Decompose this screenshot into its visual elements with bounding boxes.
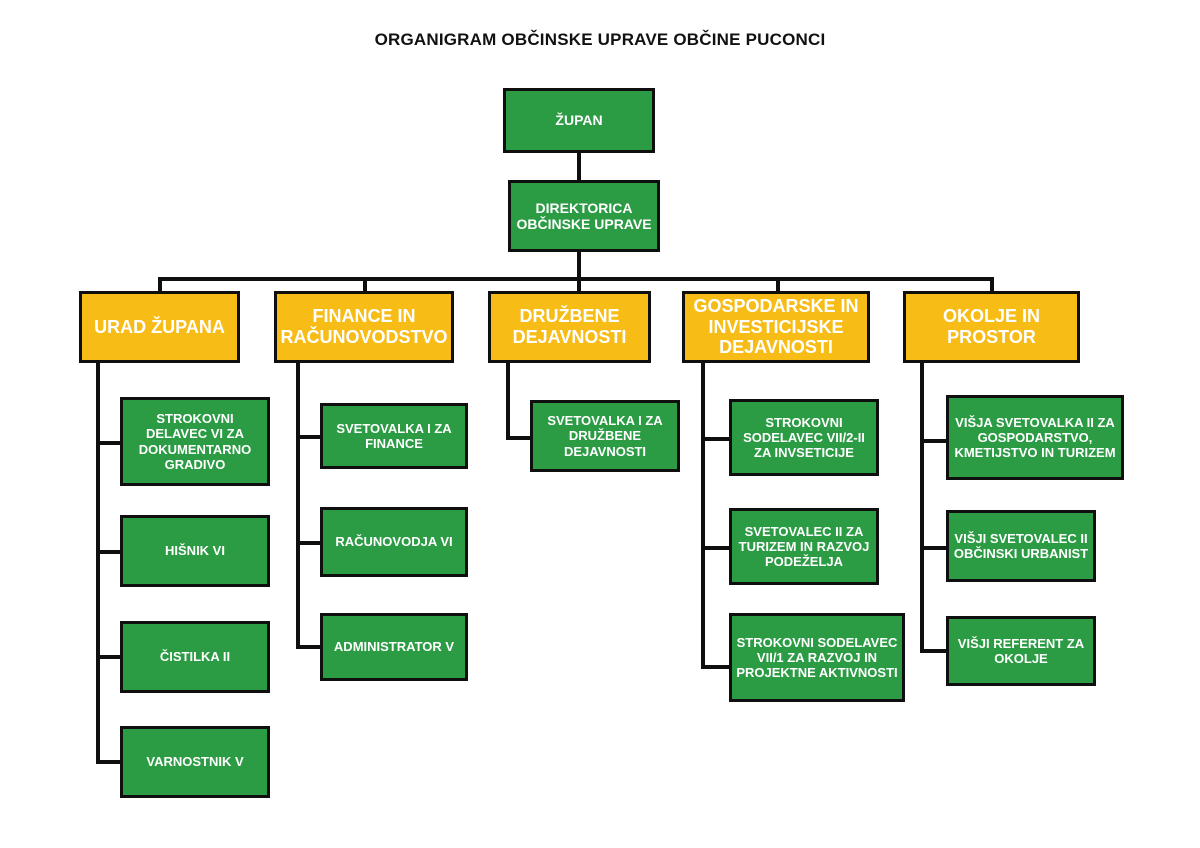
dept-header-druzbene[interactable]: DRUŽBENE DEJAVNOSTI <box>488 291 651 363</box>
node-svetovalka-i-za-finance-label: SVETOVALKA I ZA FINANCE <box>336 420 452 451</box>
trunk-okolje <box>920 362 924 653</box>
dept-header-okolje-line2: PROSTOR <box>947 327 1036 347</box>
node-visji-referent-za-okolje[interactable]: VIŠJI REFERENT ZA OKOLJE <box>946 616 1096 686</box>
node-direktorica-label-line2: OBČINSKE UPRAVE <box>516 216 652 232</box>
node-svetovalka-i-za-druzbene-label: SVETOVALKA I ZA DRUŽBENE DEJAVNOSTI <box>547 413 663 459</box>
connector-director-to-bus <box>577 251 581 280</box>
node-svetovalka-i-za-druzbene[interactable]: SVETOVALKA I ZA DRUŽBENE DEJAVNOSTI <box>530 400 680 472</box>
dept-header-finance-line1: FINANCE IN <box>312 306 416 327</box>
dept-header-finance-line2: RAČUNOVODSTVO <box>280 327 448 347</box>
dept-header-urad-zupana-line1: URAD ŽUPANA <box>94 316 225 337</box>
node-visji-svetovalec-ii-urbanist[interactable]: VIŠJI SVETOVALEC II OBČINSKI URBANIST <box>946 510 1096 582</box>
dept-header-finance[interactable]: FINANCE IN RAČUNOVODSTVO <box>274 291 454 363</box>
stub-druzbene-child-0 <box>506 436 532 440</box>
node-strokovni-sodelavec-vii-2-ii[interactable]: STROKOVNI SODELAVEC VII/2-II ZA INVSETIC… <box>729 399 879 476</box>
node-visji-svetovalec-ii-urbanist-label: VIŠJI SVETOVALEC II OBČINSKI URBANIST <box>953 530 1089 561</box>
stub-urad-zupana-child-2 <box>96 655 122 659</box>
stub-gospodarske-child-1 <box>701 546 731 550</box>
node-visji-referent-za-okolje-label: VIŠJI REFERENT ZA OKOLJE <box>957 635 1085 666</box>
trunk-finance <box>296 362 300 647</box>
node-zupan[interactable]: ŽUPAN <box>503 88 655 153</box>
stub-gospodarske-child-2 <box>701 665 731 669</box>
node-svetovalec-ii-za-turizem[interactable]: SVETOVALEC II ZA TURIZEM IN RAZVOJ PODEŽ… <box>729 508 879 585</box>
node-svetovalec-ii-za-turizem-label: SVETOVALEC II ZA TURIZEM IN RAZVOJ PODEŽ… <box>738 523 870 570</box>
dept-header-urad-zupana[interactable]: URAD ŽUPANA <box>79 291 240 363</box>
node-visja-svetovalka-ii-label: VIŠJA SVETOVALKA II ZA GOSPODARSTVO, KME… <box>954 414 1116 461</box>
node-administrator-v-label: ADMINISTRATOR V <box>333 639 455 655</box>
stub-urad-zupana-child-0 <box>96 441 122 445</box>
connector-bus-druzbene <box>577 277 581 293</box>
node-administrator-v[interactable]: ADMINISTRATOR V <box>320 613 468 681</box>
trunk-druzbene <box>506 362 510 440</box>
node-direktorica-label-line1: DIREKTORICA <box>535 199 633 216</box>
stub-urad-zupana-child-3 <box>96 760 122 764</box>
dept-header-gospodarske[interactable]: GOSPODARSKE IN INVESTICIJSKE DEJAVNOSTI <box>682 291 870 363</box>
dept-header-okolje[interactable]: OKOLJE IN PROSTOR <box>903 291 1080 363</box>
node-strokovni-sodelavec-vii-2-ii-label: STROKOVNI SODELAVEC VII/2-II ZA INVSETIC… <box>743 414 865 461</box>
stub-finance-child-0 <box>296 435 322 439</box>
node-visja-svetovalka-ii[interactable]: VIŠJA SVETOVALKA II ZA GOSPODARSTVO, KME… <box>946 395 1124 480</box>
node-strokovni-delavec-vi-label: STROKOVNI DELAVEC VI ZA DOKUMENTARNO GRA… <box>138 411 252 472</box>
stub-finance-child-1 <box>296 541 322 545</box>
node-direktorica[interactable]: DIREKTORICA OBČINSKE UPRAVE <box>508 180 660 252</box>
chart-title: ORGANIGRAM OBČINSKE UPRAVE OBČINE PUCONC… <box>374 30 826 49</box>
stub-okolje-child-0 <box>920 439 948 443</box>
node-varnostnik-v[interactable]: VARNOSTNIK V <box>120 726 270 798</box>
node-hisnik-vi[interactable]: HIŠNIK VI <box>120 515 270 587</box>
node-varnostnik-v-label: VARNOSTNIK V <box>146 754 244 770</box>
stub-okolje-child-2 <box>920 649 948 653</box>
department-bus <box>158 277 994 281</box>
node-zupan-label: ŽUPAN <box>555 112 603 129</box>
stub-gospodarske-child-0 <box>701 437 731 441</box>
node-strokovni-sodelavec-vii-1[interactable]: STROKOVNI SODELAVEC VII/1 ZA RAZVOJ IN P… <box>729 613 905 702</box>
node-cistilka-ii[interactable]: ČISTILKA II <box>120 621 270 693</box>
node-racunovodja-vi-label: RAČUNOVODJA VI <box>335 534 453 550</box>
stub-urad-zupana-child-1 <box>96 550 122 554</box>
stub-okolje-child-1 <box>920 546 948 550</box>
dept-header-okolje-line1: OKOLJE IN <box>942 306 1040 327</box>
trunk-urad-zupana <box>96 362 100 762</box>
node-cistilka-ii-label: ČISTILKA II <box>159 649 231 665</box>
trunk-gospodarske <box>701 362 705 669</box>
dept-header-gospodarske-line2: INVESTICIJSKE <box>708 316 844 337</box>
connector-bus-finance <box>363 277 367 293</box>
connector-bus-gospodarske <box>776 277 780 293</box>
connector-bus-urad-zupana <box>158 277 162 293</box>
dept-header-druzbene-line2: DEJAVNOSTI <box>512 327 627 347</box>
connector-bus-okolje <box>990 277 994 293</box>
dept-header-druzbene-line1: DRUŽBENE <box>519 306 620 327</box>
node-hisnik-vi-label: HIŠNIK VI <box>165 543 225 559</box>
stub-finance-child-2 <box>296 645 322 649</box>
connector-zupan-director <box>577 152 581 181</box>
dept-header-gospodarske-line1: GOSPODARSKE IN <box>693 295 859 316</box>
node-strokovni-delavec-vi[interactable]: STROKOVNI DELAVEC VI ZA DOKUMENTARNO GRA… <box>120 397 270 486</box>
node-racunovodja-vi[interactable]: RAČUNOVODJA VI <box>320 507 468 577</box>
node-svetovalka-i-za-finance[interactable]: SVETOVALKA I ZA FINANCE <box>320 403 468 469</box>
dept-header-gospodarske-line3: DEJAVNOSTI <box>719 337 833 358</box>
node-strokovni-sodelavec-vii-1-label: STROKOVNI SODELAVEC VII/1 ZA RAZVOJ IN P… <box>736 634 898 681</box>
